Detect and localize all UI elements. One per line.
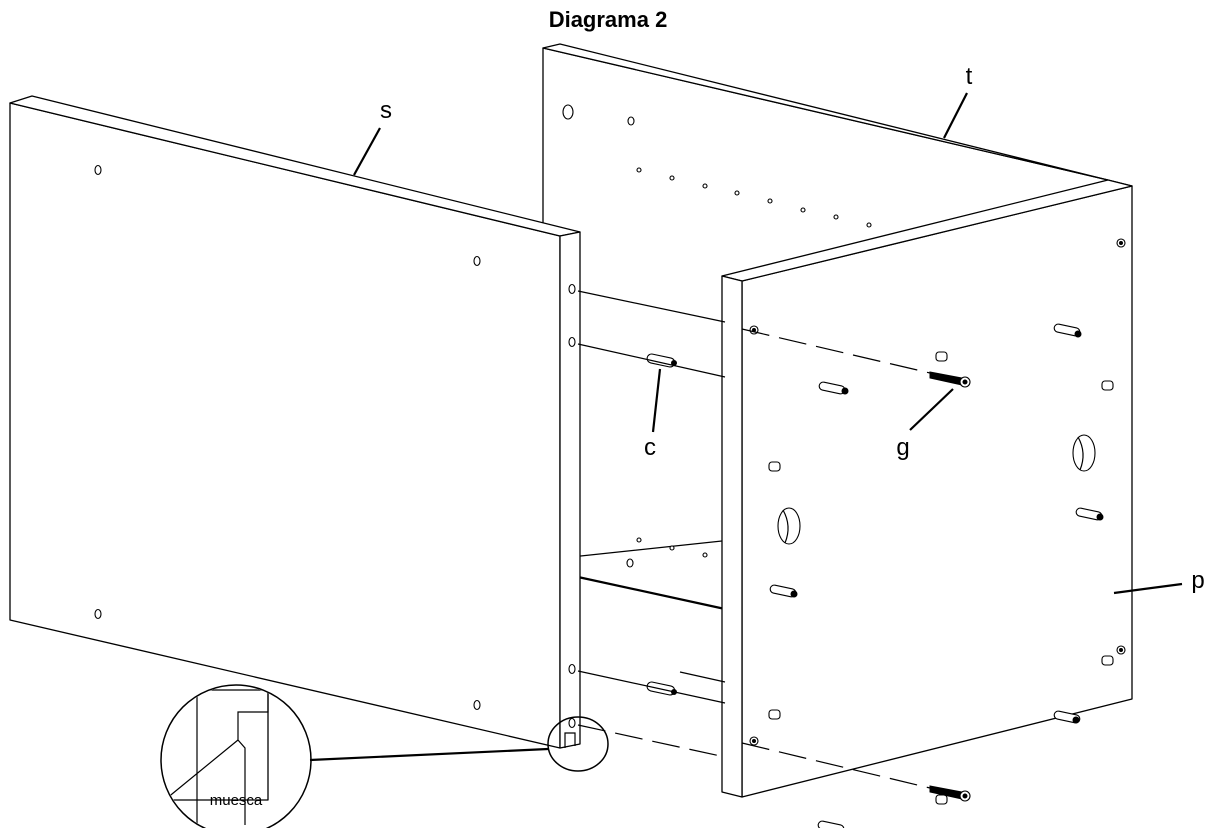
dowels (768, 323, 1114, 828)
alignment-lines (577, 290, 931, 789)
screw-g (929, 371, 971, 802)
label-t: t (966, 63, 973, 90)
label-muesca: muesca (210, 792, 263, 809)
label-c: c (644, 434, 656, 461)
diagram-title: Diagrama 2 (549, 7, 668, 32)
right-panel-p (721, 179, 1133, 828)
bottom-shelf-edge (577, 575, 726, 611)
callouts: s t c g p (353, 63, 1205, 595)
notch-detail: muesca (160, 684, 609, 828)
label-p: p (1191, 567, 1204, 594)
label-s: s (380, 97, 392, 124)
label-g: g (896, 434, 909, 461)
left-panel-s (9, 95, 581, 749)
